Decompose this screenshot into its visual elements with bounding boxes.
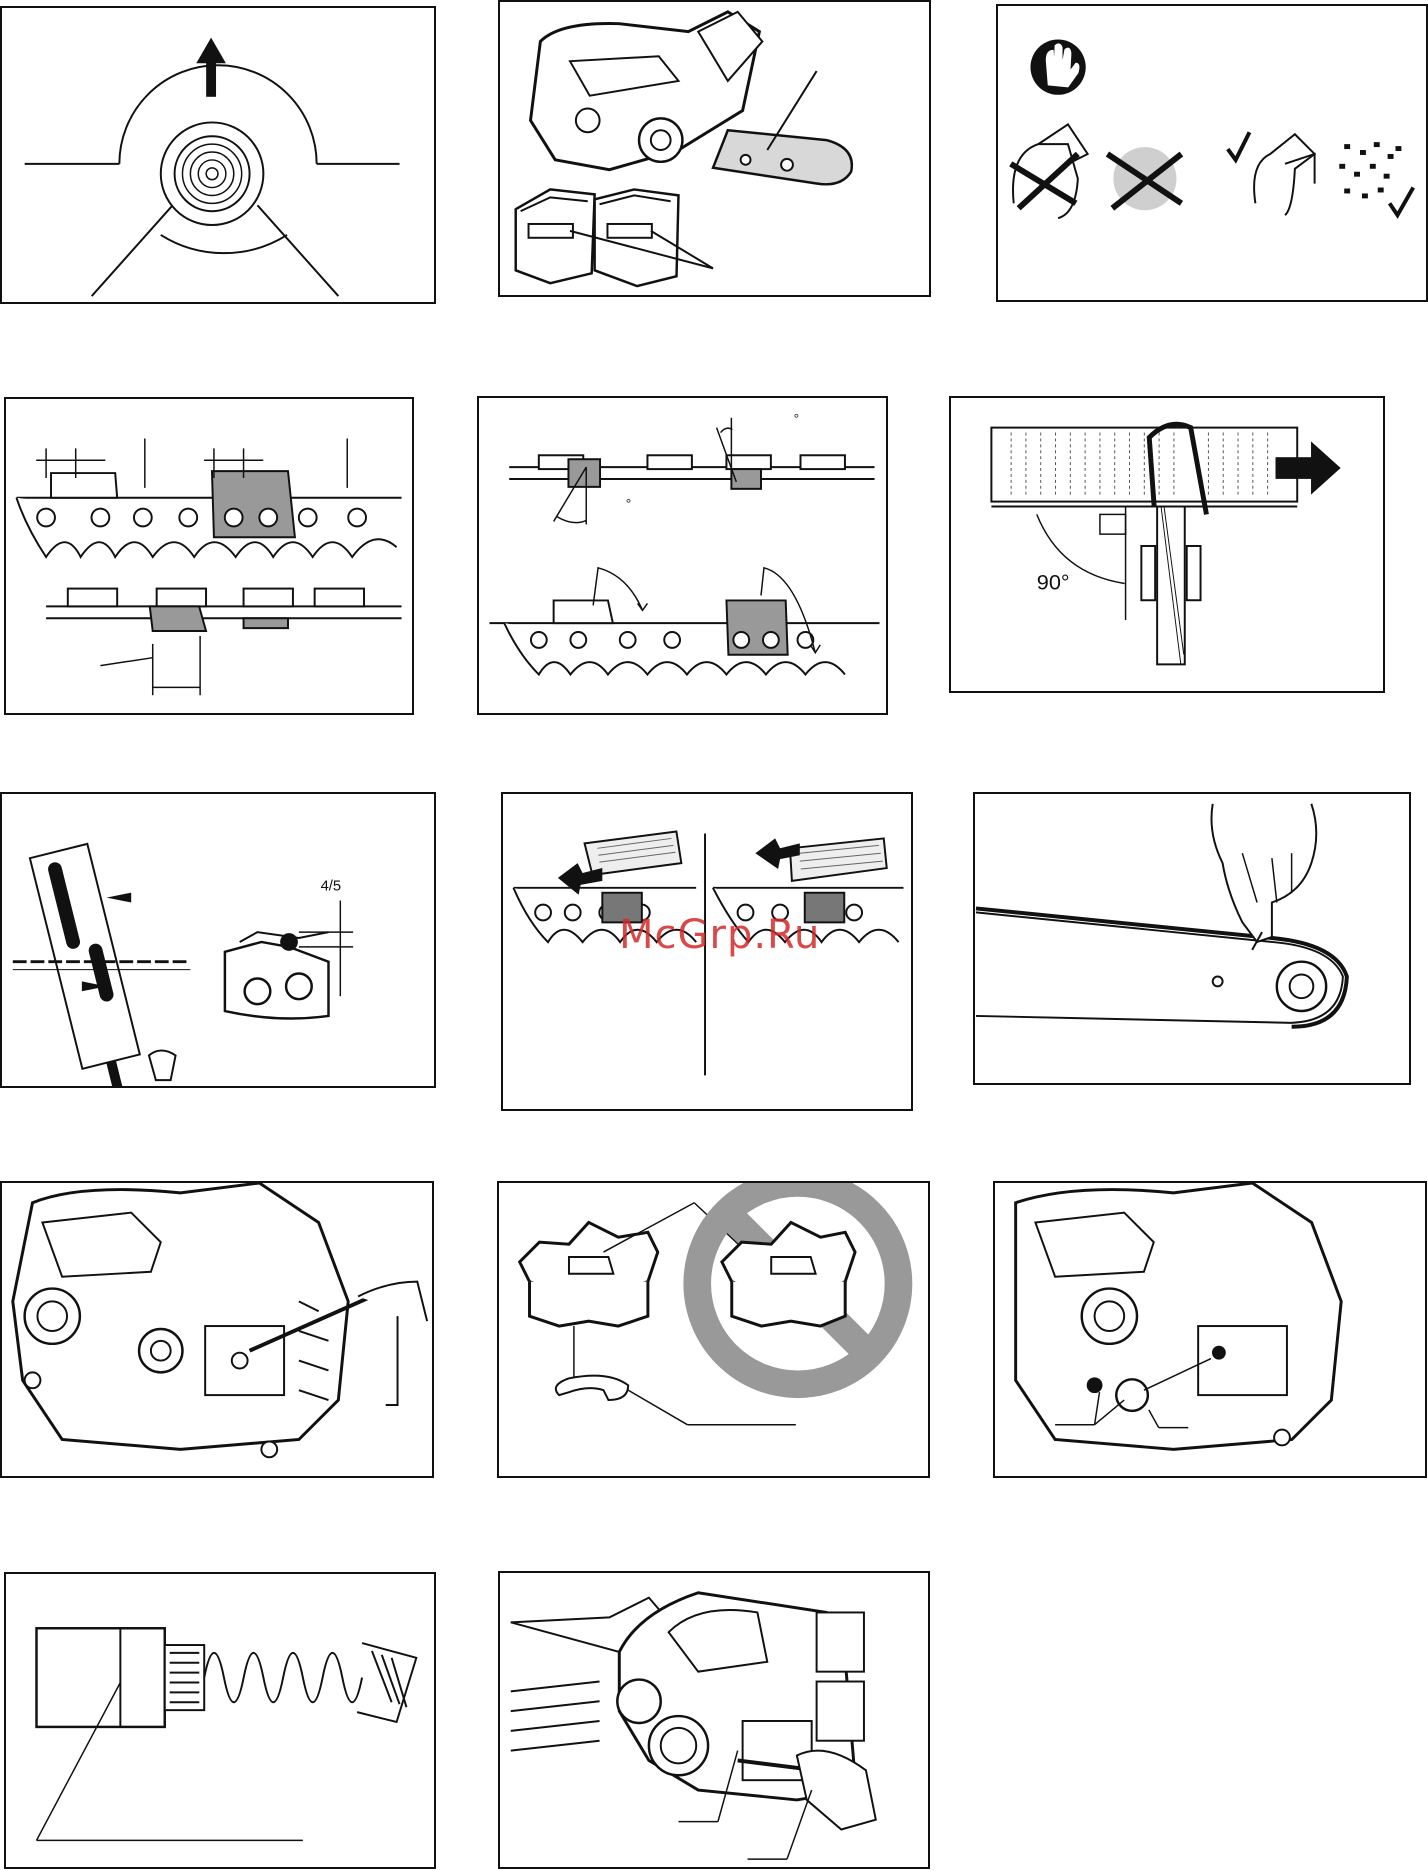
watermark-text: McGrp.Ru	[619, 912, 820, 958]
figure-felling-direction	[0, 6, 436, 304]
figure-gloves-sharpening	[996, 4, 1428, 302]
figure-chain-cutter-dimensions	[4, 397, 414, 715]
ratio-label: 4/5	[321, 879, 342, 895]
degree-mark: °	[626, 496, 632, 512]
figure-bar-groove-check	[973, 792, 1411, 1085]
figure-brush-cover-removal	[498, 1571, 930, 1869]
figure-filing-angles: ° °	[477, 396, 888, 715]
figure-oil-pump-parts	[993, 1181, 1427, 1478]
figure-sprocket-wear	[497, 1181, 930, 1478]
figure-file-holder-90: 90°	[949, 396, 1385, 693]
figure-oil-adjust-screwdriver	[0, 1181, 434, 1478]
figure-depth-gauge: 4/5	[0, 792, 436, 1088]
angle-label: 90°	[1037, 569, 1070, 594]
figure-carbon-brush	[4, 1572, 436, 1869]
degree-mark: °	[794, 411, 800, 427]
gloves-icon	[1030, 40, 1085, 95]
check-mark-icon	[1228, 132, 1250, 160]
figure-saw-with-batteries	[498, 0, 931, 297]
